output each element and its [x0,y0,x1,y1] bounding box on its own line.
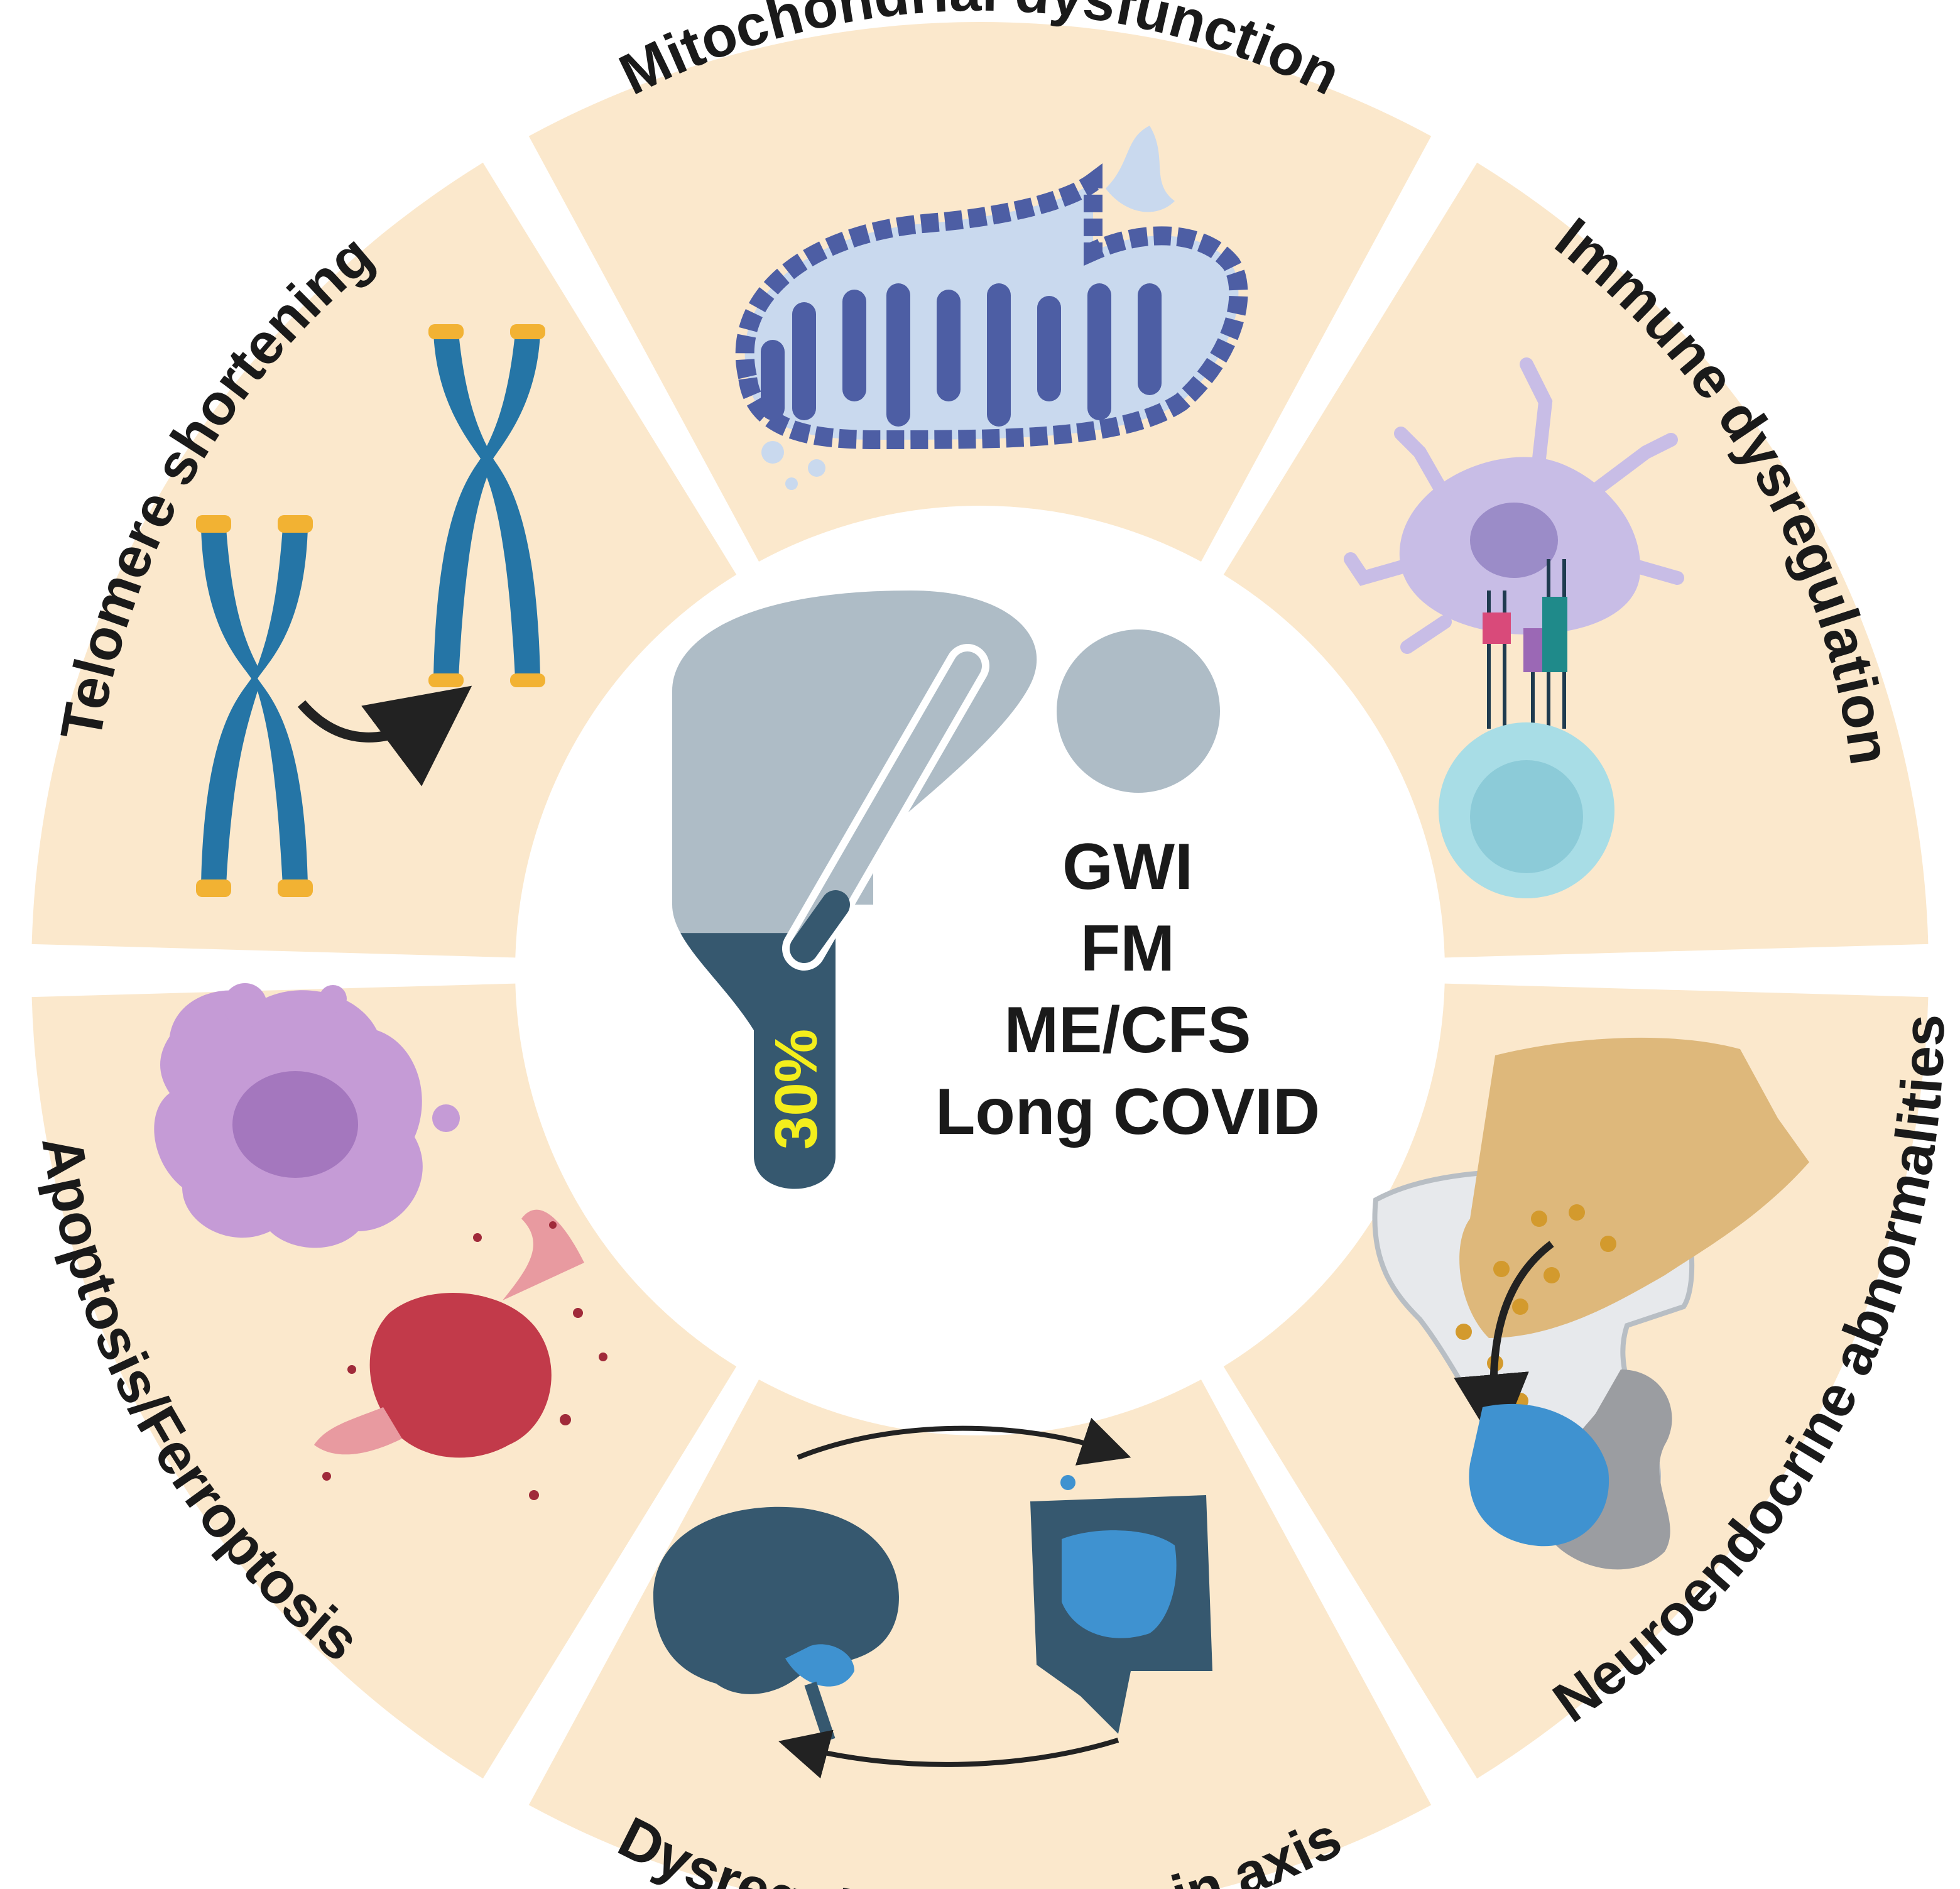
apoptosis-ferroptosis-cell-icon [154,983,607,1500]
condition-gwi: GWI [1062,830,1193,903]
immune-cell-interaction-icon [1344,357,1684,898]
condition-me-cfs: ME/CFS [1004,994,1251,1067]
fatigue-percent-label: 30% [763,1029,830,1150]
condition-fm: FM [1081,912,1175,985]
synapse-neuroendocrine-icon [1372,1037,1809,1570]
gut-brain-axis-icon [653,1417,1212,1779]
chromosome-telomere-icon [196,324,545,897]
conditions-list: GWI FM ME/CFS Long COVID [935,830,1320,1148]
mitochondrion-icon [735,126,1248,490]
sector-telomere [31,162,737,958]
condition-long-covid: Long COVID [935,1075,1320,1148]
